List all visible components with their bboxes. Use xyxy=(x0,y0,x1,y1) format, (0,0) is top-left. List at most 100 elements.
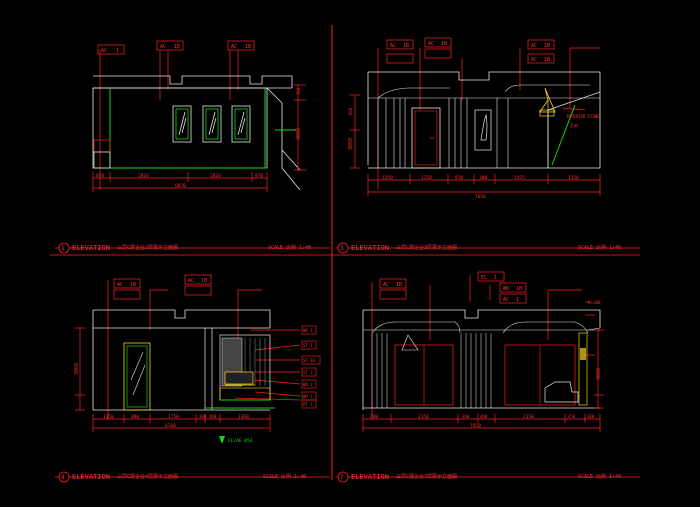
material-tag-group: AC 1B AC 1B AC 1B AC 1B xyxy=(386,37,555,64)
dimension-label: 2820 xyxy=(138,173,149,179)
material-tag-group: AC 1B AC 1B xyxy=(113,274,212,300)
panel-title: ELEVATION xyxy=(72,473,110,481)
material-tag: AC xyxy=(231,44,237,50)
drawing-label: 1B xyxy=(130,282,136,288)
side-tag-list: WD 1 ST 1 ST 1A ST 2 WD 1 WD 1 PT 1 xyxy=(301,325,321,409)
material-tag: AC xyxy=(160,44,166,50)
material-tag-group: AC 1 AC 1B AC 1B xyxy=(97,40,255,55)
drawing-label: 1B xyxy=(441,41,447,47)
side-tag: WD 1 xyxy=(303,394,313,399)
total-dimension: 6870 xyxy=(175,183,186,189)
dimension-label: 2150 xyxy=(523,414,534,420)
ceiling-profile xyxy=(363,309,601,328)
material-tag: AC xyxy=(188,278,194,284)
panel-number: 1 xyxy=(61,245,65,252)
material-tag: AC xyxy=(117,282,123,288)
drawing-label: AC xyxy=(503,297,509,303)
side-tag: ST 1A xyxy=(303,358,316,363)
dimension-label: 1750 xyxy=(168,414,179,420)
dimension-label: 400 xyxy=(209,414,217,419)
panel-subtitle: 三层C展企业7层展示立面图 xyxy=(396,473,457,480)
drawing-label: 1B xyxy=(245,44,251,50)
total-dimension: 7650 xyxy=(475,194,486,200)
drawing-label: 1B xyxy=(201,278,207,284)
elevation-panel-7: AC 1B EL 1 WD 1B AC 1 AC/WD xyxy=(336,271,640,483)
dimension-label: 1350 xyxy=(568,175,579,181)
dimension-label: 2820 xyxy=(210,173,221,179)
dimension-label: 870 xyxy=(255,173,263,179)
elevation-panel-1: AC 1 AC 1B AC 1B xyxy=(55,40,330,254)
dimension-label: 450 xyxy=(568,414,576,419)
drawing-label: 1B xyxy=(544,43,550,49)
material-note: AC/WD xyxy=(588,300,601,305)
material-tag-group: AC 1B EL 1 WD 1B AC 1 xyxy=(379,271,527,304)
dimension-label: 1350 xyxy=(382,175,393,181)
drawing-label: 1B xyxy=(174,44,180,50)
material-note: INTERIOR STONE xyxy=(566,114,600,119)
material-tag: WD xyxy=(503,286,509,292)
total-dimension: 6760 xyxy=(165,423,176,429)
drawing-label: 1B xyxy=(396,282,402,288)
drawing-label: 1B xyxy=(403,43,409,49)
drawing-label: 1 xyxy=(494,275,497,281)
drawing-label: 3060 xyxy=(596,368,602,380)
material-tag: AC xyxy=(428,41,434,47)
panel-number: 3 xyxy=(340,245,344,252)
side-tag: ST 1 xyxy=(303,343,313,348)
panel-scale: SCALE 比例 1:40 xyxy=(578,244,621,251)
dimension-label: 2150 xyxy=(418,414,429,420)
dimension-label: 300 xyxy=(587,414,595,419)
dimension-label: 300 xyxy=(462,414,470,419)
dimension-label: 1150 xyxy=(103,414,114,420)
material-tag: EL xyxy=(481,275,487,281)
side-tag: ST 2 xyxy=(303,370,313,375)
dimension-label: 800 xyxy=(131,414,139,420)
artwork-frames xyxy=(172,105,251,143)
panel-title: ELEVATION xyxy=(351,244,389,252)
drawing-label: 1 xyxy=(516,297,519,303)
dimension-label: 300 xyxy=(479,175,487,181)
elevation-panel-3: AC 1B AC 1B AC 1B AC 1B xyxy=(336,37,640,254)
side-tag: PT 1 xyxy=(303,402,313,407)
side-tag: WD 1 xyxy=(303,382,313,387)
total-dimension: 7650 xyxy=(470,423,481,429)
material-tag: AC xyxy=(531,43,537,49)
material-tag: AC xyxy=(101,48,107,54)
dimension-label: 1360 xyxy=(238,414,249,420)
dimension-label: 300 xyxy=(199,414,207,419)
panel-title: ELEVATION xyxy=(351,473,389,481)
dimension-label: 300 xyxy=(370,414,378,420)
ceiling-profile xyxy=(93,309,271,328)
drawing-label: 1 xyxy=(116,48,119,54)
panel-subtitle: 三层C展企业4层展示立面图 xyxy=(117,473,178,480)
panel-scale: SCALE 比例 1:40 xyxy=(263,473,306,480)
panel-number: 7 xyxy=(340,474,344,481)
drawing-label: 1B xyxy=(544,57,550,63)
dimension-label: 1250 xyxy=(421,175,432,181)
elevation-panel-4: AC 1B AC 1B WD 1 ST 1 ST 1A ST 2 WD 1 WD… xyxy=(55,274,330,483)
door xyxy=(411,107,441,169)
drawing-label: 3060 xyxy=(296,128,302,140)
ceiling-profile xyxy=(368,71,601,92)
ceiling-profile xyxy=(93,75,293,88)
panel-subtitle: 三层C展企业3层展示立面图 xyxy=(396,244,457,251)
dimension-label: 870 xyxy=(455,175,463,181)
material-tag: AC xyxy=(383,282,389,288)
drawing-label: AC xyxy=(531,57,537,63)
panel-title: ELEVATION xyxy=(72,244,110,252)
material-tag: AC xyxy=(390,43,396,49)
door xyxy=(123,342,151,411)
drawing-label: 3060 xyxy=(348,138,354,150)
panel-scale: SCALE 比例 1:40 xyxy=(578,473,621,480)
panel-subtitle: 三层C展企业2层展示立面图 xyxy=(117,244,178,251)
section-mark: EL/AE-054 xyxy=(228,438,253,444)
drawing-label: 150 xyxy=(296,87,301,95)
drawing-label: 石材 xyxy=(570,122,578,128)
panel-scale: SCALE 比例 1:40 xyxy=(268,244,311,251)
drawing-label: 1B xyxy=(516,286,522,292)
side-tag: WD 1 xyxy=(303,328,313,333)
dimension-label: 400 xyxy=(480,414,488,419)
wall-outline xyxy=(92,87,268,169)
